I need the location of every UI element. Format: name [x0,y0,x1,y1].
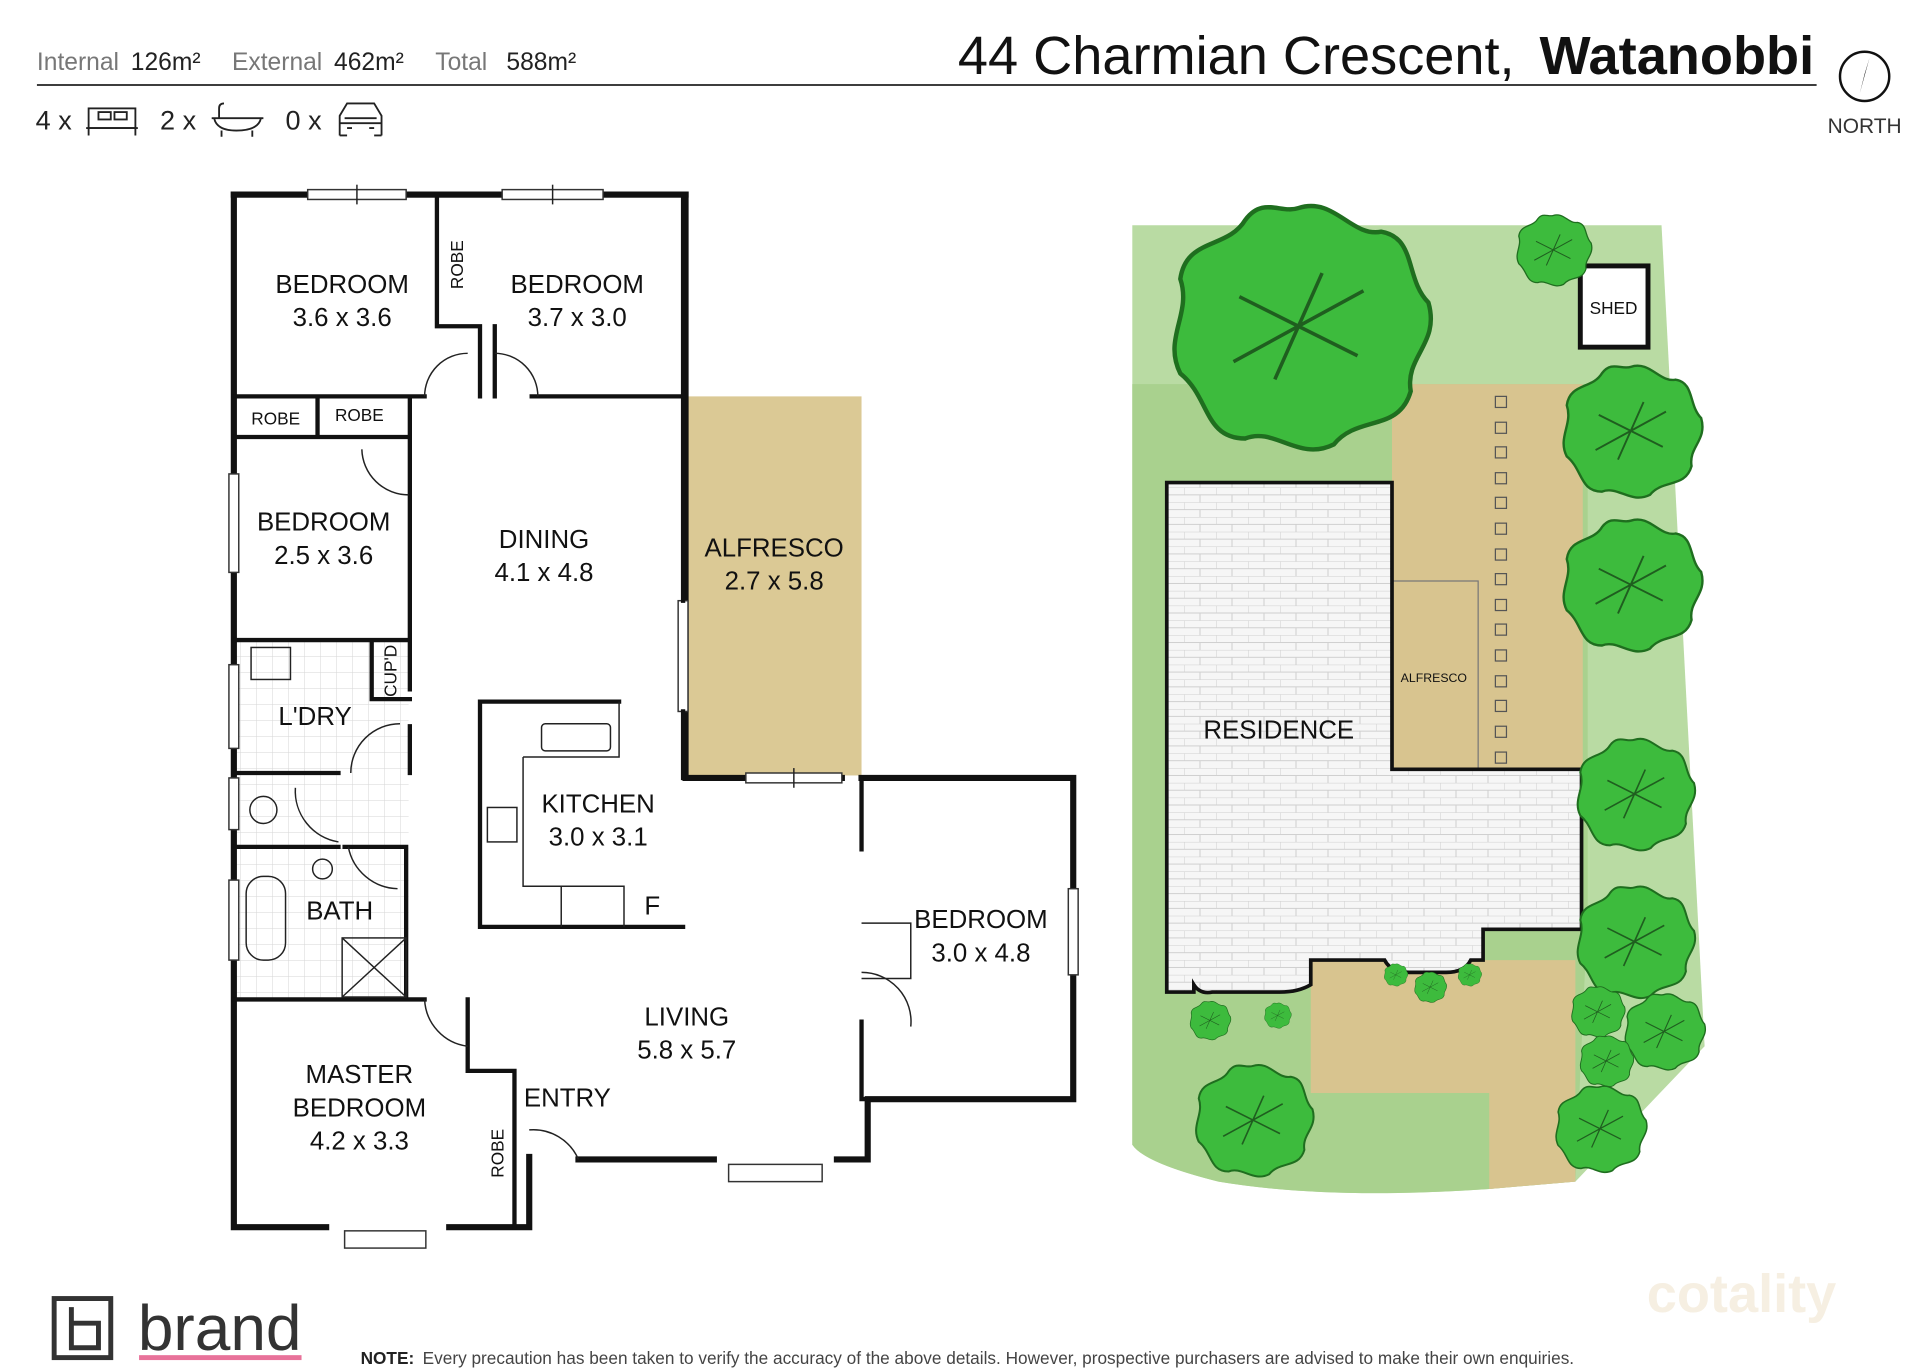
room-labels: BEDROOM 3.6 x 3.6 BEDROOM 3.7 x 3.0 BEDR… [251,240,1047,1177]
external-label: External [232,49,322,76]
bedroom-count: 4 x [36,104,73,135]
external-value: 462m² [334,49,404,76]
tree-icon [1174,206,1430,450]
note-label: NOTE: [361,1348,415,1368]
site-alfresco-label: ALFRESCO [1401,671,1467,685]
residence-footprint [1164,480,1584,995]
address-suburb: Watanobbi [1539,26,1814,86]
car-count: 0 x [286,104,323,135]
total-label: Total [435,49,487,76]
interior-walls [231,192,870,1230]
address-street: 44 Charmian Crescent, [958,26,1515,86]
windows [228,184,1079,1249]
disclaimer-note: NOTE: Every precaution has been taken to… [361,1348,1574,1368]
internal-value: 126m² [131,49,201,76]
shed [1577,263,1651,350]
brand-wordmark: brand [138,1292,302,1364]
room-size: 3.6 x 3.6 [293,304,392,332]
bath-icon [211,102,264,137]
room-name: BEDROOM [914,906,1047,934]
bed-icon [86,107,138,136]
tree-icon [1264,1002,1292,1029]
room-size: 2.7 x 5.8 [725,568,824,596]
shed-label: SHED [1590,298,1638,318]
robe-label: ROBE [447,240,467,289]
tree-icon [1562,364,1704,499]
room-name: BEDROOM [510,271,643,299]
tree-icon [1576,737,1697,852]
total-value: 588m² [506,49,576,76]
tree-icon [1579,1035,1635,1088]
fridge-label: F [644,893,660,921]
paving [1310,384,1583,1190]
room-name: BEDROOM [257,509,390,537]
room-size: 3.0 x 3.1 [549,824,648,852]
kitchen-benches [522,701,912,980]
header: Internal 126m² External 462m² Total 588m… [36,26,1902,138]
tree-icon [1516,214,1593,287]
tree-icon [1457,963,1482,987]
brand-logo: brand [51,1292,302,1364]
residence-label: RESIDENCE [1203,717,1354,745]
area-summary: Internal 126m² External 462m² Total 588m… [37,49,576,76]
brand-underline [139,1355,302,1361]
tree-icon [1576,885,1697,1000]
tree-icon [1555,1085,1648,1174]
alfresco-area [685,396,862,776]
fixtures [245,646,612,998]
robe-label: ROBE [335,405,384,425]
tree-icon [1414,971,1447,1003]
tree-icon [1562,518,1704,653]
tree-icon [1189,1000,1232,1041]
robe-label: ROBE [487,1129,507,1178]
room-name-line2: BEDROOM [293,1094,426,1122]
laundry-label: L'DRY [278,703,351,731]
north-label: NORTH [1828,115,1902,138]
bath-label: BATH [306,897,373,925]
cotality-watermark: cotality [1647,1264,1837,1324]
room-name: MASTER [306,1061,414,1089]
tree-icon [1384,963,1409,987]
floor-plan: BEDROOM 3.6 x 3.6 BEDROOM 3.7 x 3.0 BEDR… [228,184,1079,1249]
room-name: ALFRESCO [705,534,844,562]
entry-label: ENTRY [524,1085,611,1113]
note-text: Every precaution has been taken to verif… [423,1348,1574,1368]
room-size: 2.5 x 3.6 [274,542,373,570]
room-name: LIVING [644,1003,729,1031]
north-compass-icon [1838,50,1891,103]
robe-label: ROBE [251,409,300,429]
room-size: 4.1 x 4.8 [494,559,593,587]
cupboard-label: CUP'D [380,645,400,697]
room-size: 5.8 x 5.7 [637,1037,736,1065]
room-name: DINING [499,526,589,554]
address-title: 44 Charmian Crescent, Watanobbi [958,26,1814,86]
site-alfresco [1391,580,1479,770]
room-size: 3.0 x 4.8 [931,939,1030,967]
room-size: 3.7 x 3.0 [528,304,627,332]
room-counts: 4 x 2 x 0 x [36,102,383,137]
tree-icon [1571,986,1626,1038]
door-swings [294,352,912,1160]
bathroom-count: 2 x [160,104,197,135]
internal-label: Internal [37,49,119,76]
room-name: KITCHEN [541,790,654,818]
site-plan: RESIDENCE ALFRESCO SHED [1132,206,1707,1194]
tree-icon [1624,993,1707,1071]
pergola-posts [1494,395,1508,764]
car-icon [338,102,383,137]
room-size: 4.2 x 3.3 [310,1128,409,1156]
footer: brand cotality NOTE: Every precaution ha… [51,1264,1837,1368]
tree-icon [1195,1063,1315,1178]
room-name: BEDROOM [275,271,408,299]
